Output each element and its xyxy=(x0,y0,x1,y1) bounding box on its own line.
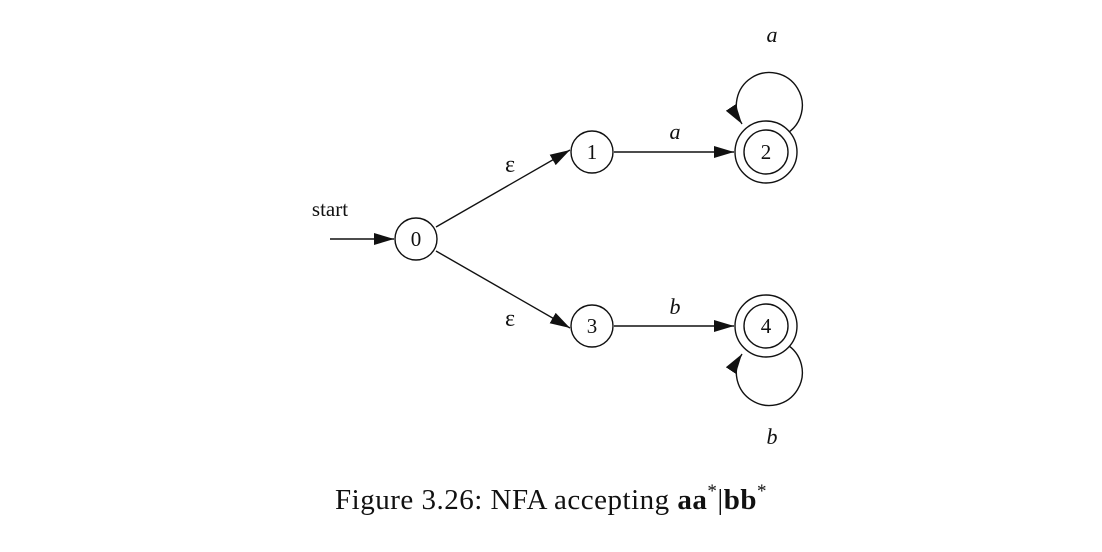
transition-0-3 xyxy=(435,250,571,329)
transition-label-0-3: ε xyxy=(505,306,515,332)
state-2-label: 2 xyxy=(761,140,772,164)
transition-label-3-4: b xyxy=(670,294,681,319)
transition-0-1 xyxy=(435,149,571,228)
caption-bar: | xyxy=(717,484,724,516)
transition-label-1-2: a xyxy=(670,119,681,144)
caption-star2: * xyxy=(756,481,767,502)
state-1: 1 xyxy=(570,130,614,174)
state-2: 2 xyxy=(734,120,798,184)
transition-label-0-1: ε xyxy=(505,152,515,178)
caption-part2: bb xyxy=(723,484,757,516)
caption-prefix: Figure 3.26: NFA accepting xyxy=(335,484,678,516)
self-loop-4 xyxy=(725,343,804,407)
state-4: 4 xyxy=(734,294,798,358)
state-1-label: 1 xyxy=(587,140,598,164)
caption-star1: * xyxy=(707,481,718,502)
start-label: start xyxy=(312,197,348,221)
state-0-label: 0 xyxy=(411,227,422,251)
state-0: 0 xyxy=(394,217,438,261)
self-loop-label-4: b xyxy=(767,424,778,449)
self-loop-2 xyxy=(725,71,804,135)
state-3-label: 3 xyxy=(587,314,598,338)
state-3: 3 xyxy=(570,304,614,348)
caption-part1: aa xyxy=(677,484,708,516)
self-loop-label-2: a xyxy=(767,22,778,47)
figure-caption: Figure 3.26: NFA accepting aa*|bb* xyxy=(0,481,1102,517)
state-4-label: 4 xyxy=(761,314,772,338)
